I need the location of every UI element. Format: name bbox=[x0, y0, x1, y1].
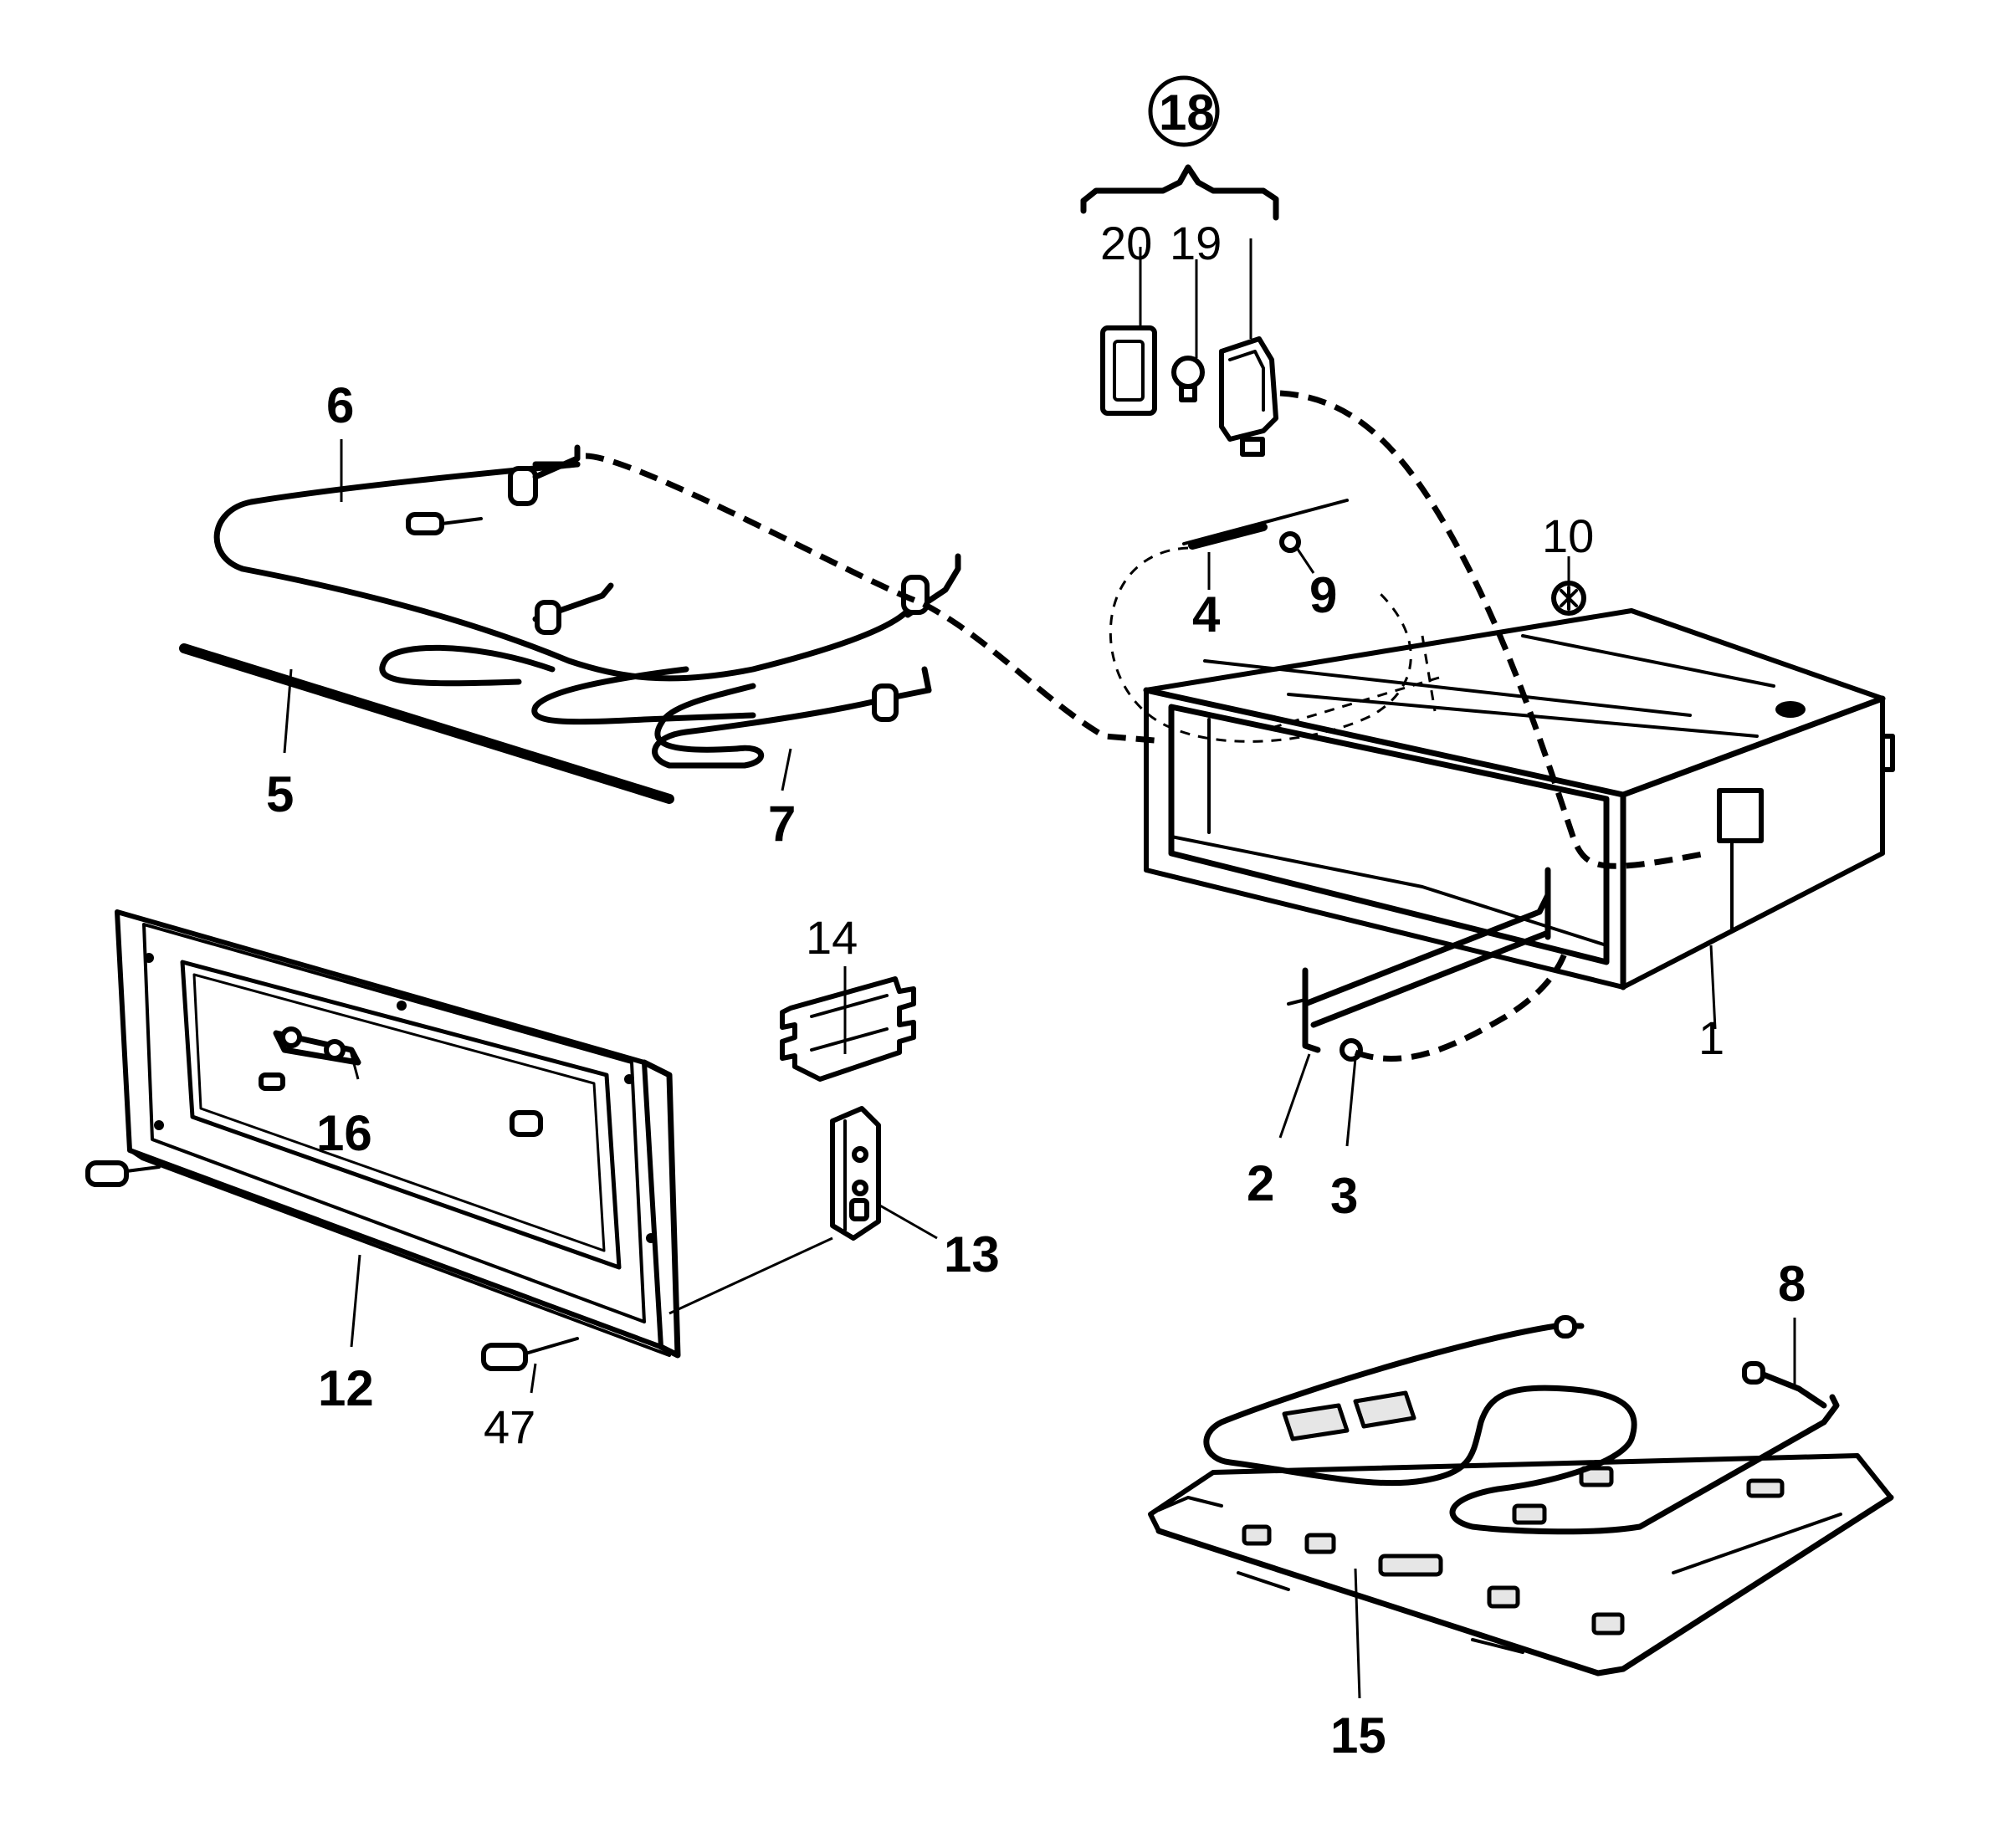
lamp-holder-socket bbox=[1219, 336, 1278, 457]
part-15-bottom-plate bbox=[1148, 1453, 1894, 1677]
label-7: 7 bbox=[768, 796, 796, 852]
part-6-upper-heating-element bbox=[213, 444, 961, 753]
part-8-bottom-heating-element bbox=[1203, 1315, 1840, 1535]
leader-lines bbox=[283, 238, 1796, 1699]
part-13-hinge-bracket bbox=[830, 1106, 881, 1241]
part-16-handle-bracket bbox=[259, 1026, 543, 1137]
label-1: 1 bbox=[1698, 1011, 1724, 1064]
label-18: 18 bbox=[1159, 84, 1215, 141]
label-15: 15 bbox=[1330, 1707, 1386, 1764]
part-12-door-frame bbox=[115, 909, 681, 1359]
part-2-rack-guide bbox=[1287, 867, 1551, 1053]
label-10: 10 bbox=[1542, 509, 1594, 562]
label-4: 4 bbox=[1192, 586, 1221, 642]
part-4-sensor-probe bbox=[1182, 499, 1349, 550]
wiring-dashed-lines bbox=[585, 390, 1708, 1062]
group-18-bracket bbox=[1080, 75, 1279, 221]
label-2: 2 bbox=[1247, 1155, 1274, 1211]
part-47-bolts bbox=[85, 1160, 579, 1371]
label-9: 9 bbox=[1309, 567, 1337, 623]
part-10-grommet bbox=[1551, 581, 1586, 616]
part-19-lamp-bulb bbox=[1171, 356, 1205, 402]
label-8: 8 bbox=[1778, 1256, 1806, 1312]
part-1-oven-cavity bbox=[1143, 608, 1895, 991]
label-16: 16 bbox=[316, 1105, 372, 1161]
label-20: 20 bbox=[1100, 217, 1152, 269]
label-13: 13 bbox=[944, 1226, 1000, 1282]
label-19: 19 bbox=[1170, 217, 1222, 269]
label-5: 5 bbox=[266, 766, 294, 822]
part-14-hinge-plate bbox=[780, 976, 916, 1082]
label-14: 14 bbox=[806, 911, 858, 964]
part-9-fixing-screw bbox=[1279, 531, 1301, 553]
part-20-lamp-cover-frame bbox=[1100, 325, 1157, 416]
part-3-screw bbox=[1340, 1038, 1363, 1062]
label-6: 6 bbox=[326, 377, 354, 433]
label-3: 3 bbox=[1330, 1168, 1358, 1224]
label-47: 47 bbox=[484, 1400, 535, 1453]
part-5-rod bbox=[179, 643, 674, 804]
callout-labels: 1 2 3 4 5 6 7 8 9 10 12 13 14 15 16 18 1… bbox=[266, 84, 1806, 1764]
label-12: 12 bbox=[318, 1360, 374, 1416]
part-7-lower-heating-element bbox=[652, 666, 932, 769]
